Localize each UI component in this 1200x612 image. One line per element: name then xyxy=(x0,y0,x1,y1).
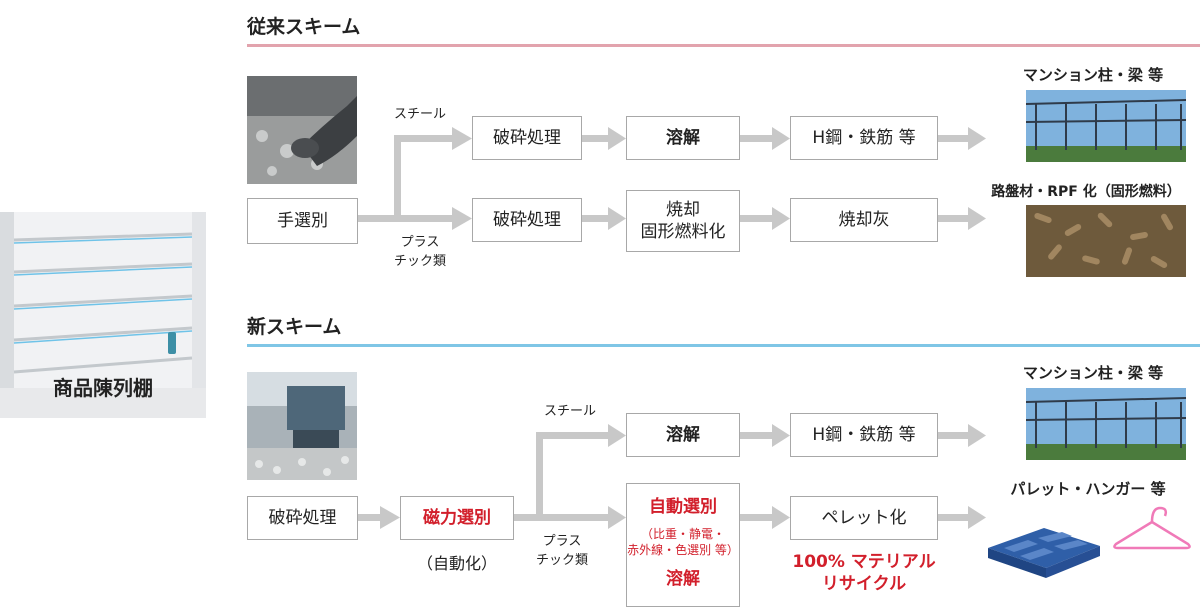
auto-sort-detail: （比重・静電・ 赤外線・色選別 等） xyxy=(627,527,739,558)
old-burn-box: 焼却 固形燃料化 xyxy=(626,190,740,252)
magnetic-sort-label: 磁力選別 xyxy=(423,507,491,528)
new-melt-box: 溶解 xyxy=(626,413,740,457)
hanger-image xyxy=(1110,500,1194,556)
recycle-note: 100% マテリアル リサイクル xyxy=(792,552,936,595)
new-scheme-title: 新スキーム xyxy=(247,316,342,338)
new-branch-steel-label: スチール xyxy=(543,404,596,419)
old-melt-box: 溶解 xyxy=(626,116,740,160)
new-branch-plastic-label: プラス チック類 xyxy=(535,534,588,568)
old-crush-plastic-box: 破砕処理 xyxy=(472,198,582,242)
pellet-fuel-photo xyxy=(1026,205,1186,277)
old-h-steel-label: H鋼・鉄筋 等 xyxy=(812,127,916,148)
new-output-plastic-label: パレット・ハンガー 等 xyxy=(1010,480,1166,498)
old-branch-plastic-label: プラス チック類 xyxy=(393,235,446,269)
old-ash-box: 焼却灰 xyxy=(790,198,938,242)
old-crush-steel-box: 破砕処理 xyxy=(472,116,582,160)
auto-sort-title: 自動選別 xyxy=(649,497,717,517)
old-output-steel-label: マンション柱・梁 等 xyxy=(1022,66,1164,84)
new-melt-label: 溶解 xyxy=(666,424,700,445)
sorting-photo xyxy=(247,76,357,184)
old-h-steel-box: H鋼・鉄筋 等 xyxy=(790,116,938,160)
old-burn-label: 焼却 固形燃料化 xyxy=(640,199,726,242)
new-steel-frame-photo xyxy=(1026,388,1186,460)
old-hand-sort-box: 手選別 xyxy=(247,198,358,244)
auto-sort-box: 自動選別 （比重・静電・ 赤外線・色選別 等） 溶解 xyxy=(626,483,740,607)
new-crush-label: 破砕処理 xyxy=(268,507,337,528)
auto-sort-melt: 溶解 xyxy=(666,569,700,590)
old-branch-steel-label: スチール xyxy=(393,107,446,122)
shelf-photo: 商品陳列棚 xyxy=(0,212,206,418)
old-melt-label: 溶解 xyxy=(666,127,700,148)
crusher-photo xyxy=(247,372,357,480)
shelf-label: 商品陳列棚 xyxy=(53,376,153,400)
old-scheme-title: 従来スキーム xyxy=(247,16,361,38)
old-scheme-divider xyxy=(247,44,1200,47)
old-steel-frame-photo xyxy=(1026,90,1186,162)
pellet-box: ペレット化 xyxy=(790,496,938,540)
magnetic-sort-box: 磁力選別 xyxy=(400,496,514,540)
old-hand-sort-label: 手選別 xyxy=(277,210,328,231)
pellet-label: ペレット化 xyxy=(821,507,907,528)
old-output-plastic-label: 路盤材・RPF 化（固形燃料） xyxy=(991,184,1181,200)
new-crush-box: 破砕処理 xyxy=(247,496,358,540)
new-output-steel-label: マンション柱・梁 等 xyxy=(1022,364,1164,382)
old-ash-label: 焼却灰 xyxy=(838,209,890,230)
magnetic-sort-note: （自動化） xyxy=(416,554,497,573)
old-crush-plastic-label: 破砕処理 xyxy=(493,209,561,230)
new-h-steel-box: H鋼・鉄筋 等 xyxy=(790,413,938,457)
old-crush-steel-label: 破砕処理 xyxy=(493,127,561,148)
pallet-image xyxy=(984,510,1104,580)
new-scheme-divider xyxy=(247,344,1200,347)
new-h-steel-label: H鋼・鉄筋 等 xyxy=(812,424,916,445)
